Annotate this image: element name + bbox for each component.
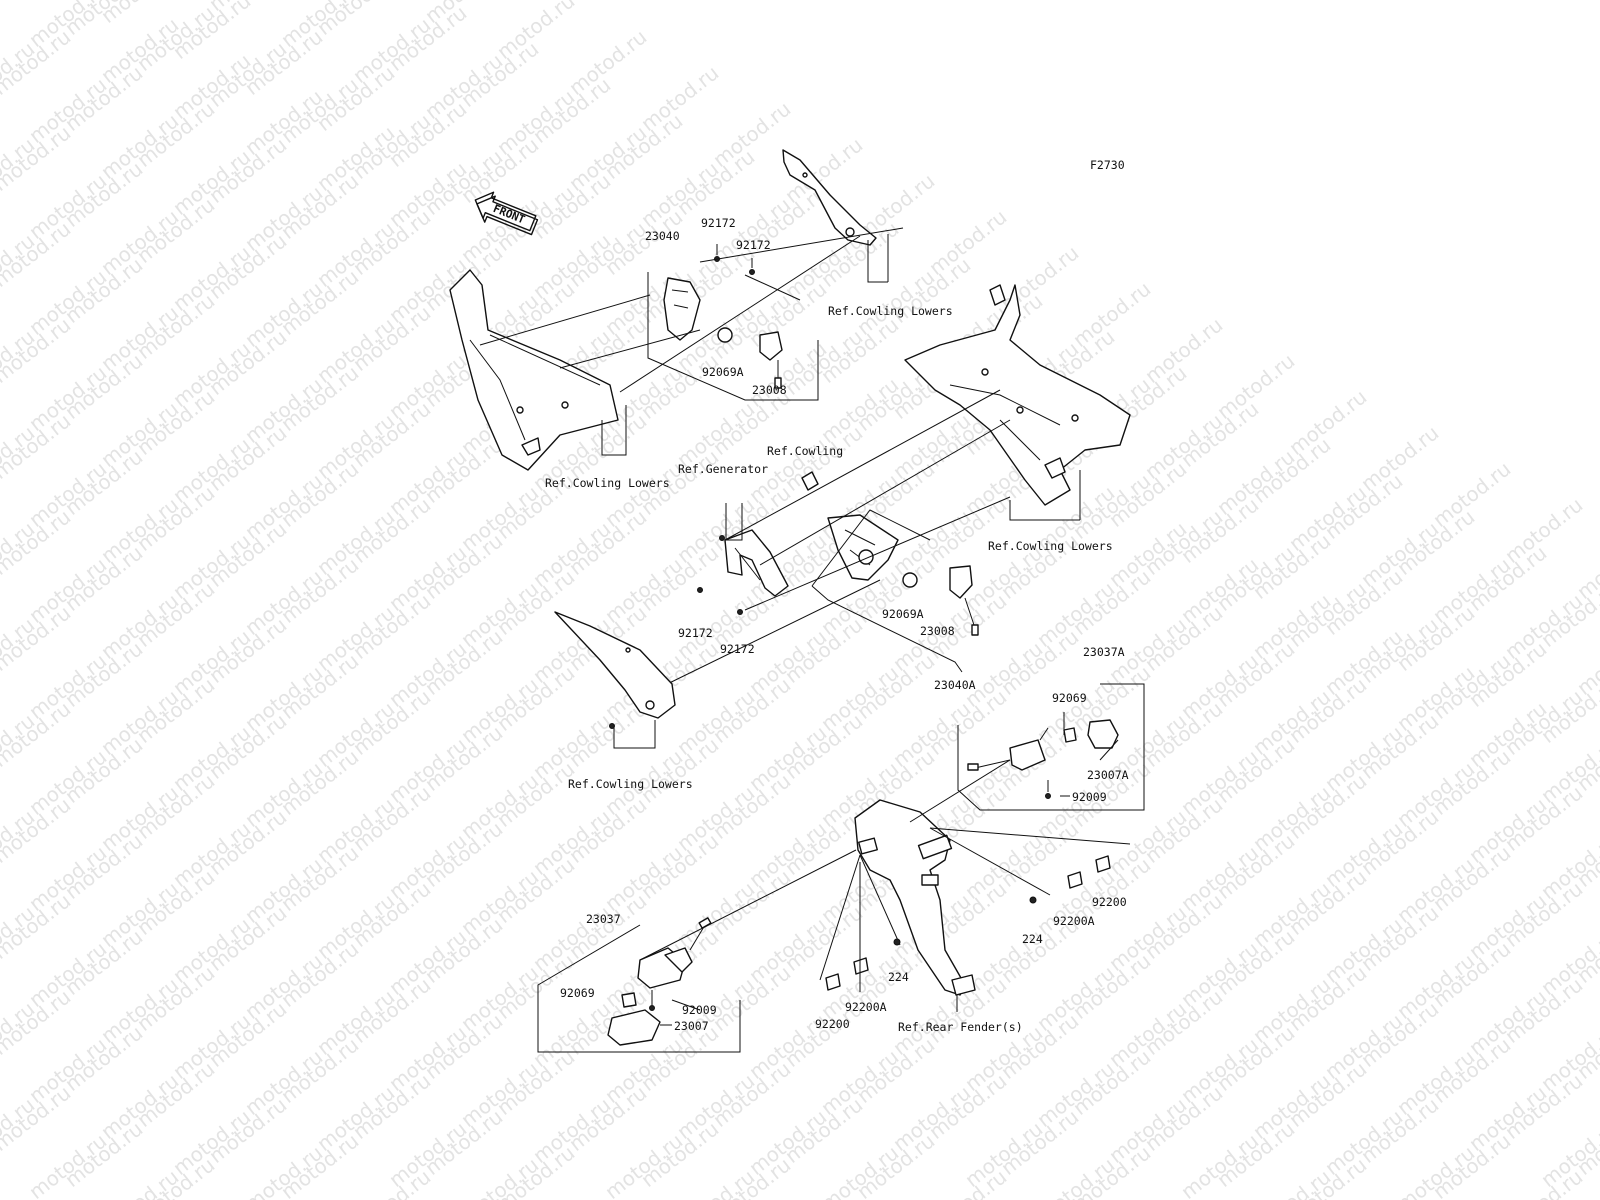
leader-lines xyxy=(660,712,1119,1026)
label-224-a: 224 xyxy=(1022,932,1043,946)
cowling-clip xyxy=(801,471,819,491)
label-92172-d: 92172 xyxy=(720,642,755,656)
label-ref-cowling-lowers-2: Ref.Cowling Lowers xyxy=(545,476,670,490)
group-bracket-23040A xyxy=(811,585,963,673)
label-92200-b: 92200 xyxy=(815,1017,850,1031)
ref-brackets xyxy=(601,234,1081,749)
label-92200A-a: 92200A xyxy=(1053,914,1095,928)
hardware-left xyxy=(825,938,901,991)
label-23008-b: 23008 xyxy=(920,624,955,638)
turn-signal-23037 xyxy=(607,917,712,1046)
label-ref-rear-fender: Ref.Rear Fender(s) xyxy=(898,1020,1023,1034)
label-ref-cowling: Ref.Cowling xyxy=(767,444,843,458)
hardware-right xyxy=(1029,855,1111,904)
label-92069A-a: 92069A xyxy=(702,365,744,379)
watermark-text: motod.ru xyxy=(0,0,39,16)
group-bracket-23040A-top xyxy=(811,509,931,587)
label-92200A-b: 92200A xyxy=(845,1000,887,1014)
label-92172-c: 92172 xyxy=(678,626,713,640)
label-92069-b: 92069 xyxy=(560,986,595,1000)
upper-bracket xyxy=(782,149,877,246)
turn-signal-23040A xyxy=(827,514,979,636)
group-box-23037 xyxy=(537,924,741,1053)
part-labels: 23040 92172 92172 92069A 23008 Ref.Cowli… xyxy=(545,216,1129,1034)
label-92009-a: 92009 xyxy=(1072,790,1107,804)
label-92009-b: 92009 xyxy=(682,1003,717,1017)
label-23040A: 23040A xyxy=(934,678,976,692)
front-left-cowl xyxy=(449,269,619,471)
label-23007A: 23007A xyxy=(1087,768,1129,782)
group-box-23037A xyxy=(957,683,1145,811)
generator-bracket xyxy=(719,529,789,597)
group-bracket-23040 xyxy=(647,272,819,401)
label-23007: 23007 xyxy=(674,1019,709,1033)
label-224-b: 224 xyxy=(888,970,909,984)
label-23037: 23037 xyxy=(586,912,621,926)
label-ref-generator: Ref.Generator xyxy=(678,462,768,476)
right-side-cowl xyxy=(904,284,1131,506)
label-23037A: 23037A xyxy=(1083,645,1125,659)
rear-fender-bracket xyxy=(854,799,976,996)
label-23040: 23040 xyxy=(645,229,680,243)
label-ref-cowling-lowers-1: Ref.Cowling Lowers xyxy=(828,304,953,318)
label-92200-a: 92200 xyxy=(1092,895,1127,909)
turn-signal-23040 xyxy=(663,277,783,389)
connecting-lines-middle xyxy=(654,389,1011,691)
diagram-code: F2730 xyxy=(1090,158,1125,172)
label-ref-cowling-lowers-4: Ref.Cowling Lowers xyxy=(568,777,693,791)
turn-signal-23037A xyxy=(967,719,1119,799)
connecting-lines-rear xyxy=(639,759,1131,981)
label-23008-a: 23008 xyxy=(752,383,787,397)
label-92069-a: 92069 xyxy=(1052,691,1087,705)
label-92069A-b: 92069A xyxy=(882,607,924,621)
label-92172-b: 92172 xyxy=(736,238,771,252)
connecting-lines-upper xyxy=(479,227,904,393)
label-92172-a: 92172 xyxy=(701,216,736,230)
label-ref-cowling-lowers-3: Ref.Cowling Lowers xyxy=(988,539,1113,553)
